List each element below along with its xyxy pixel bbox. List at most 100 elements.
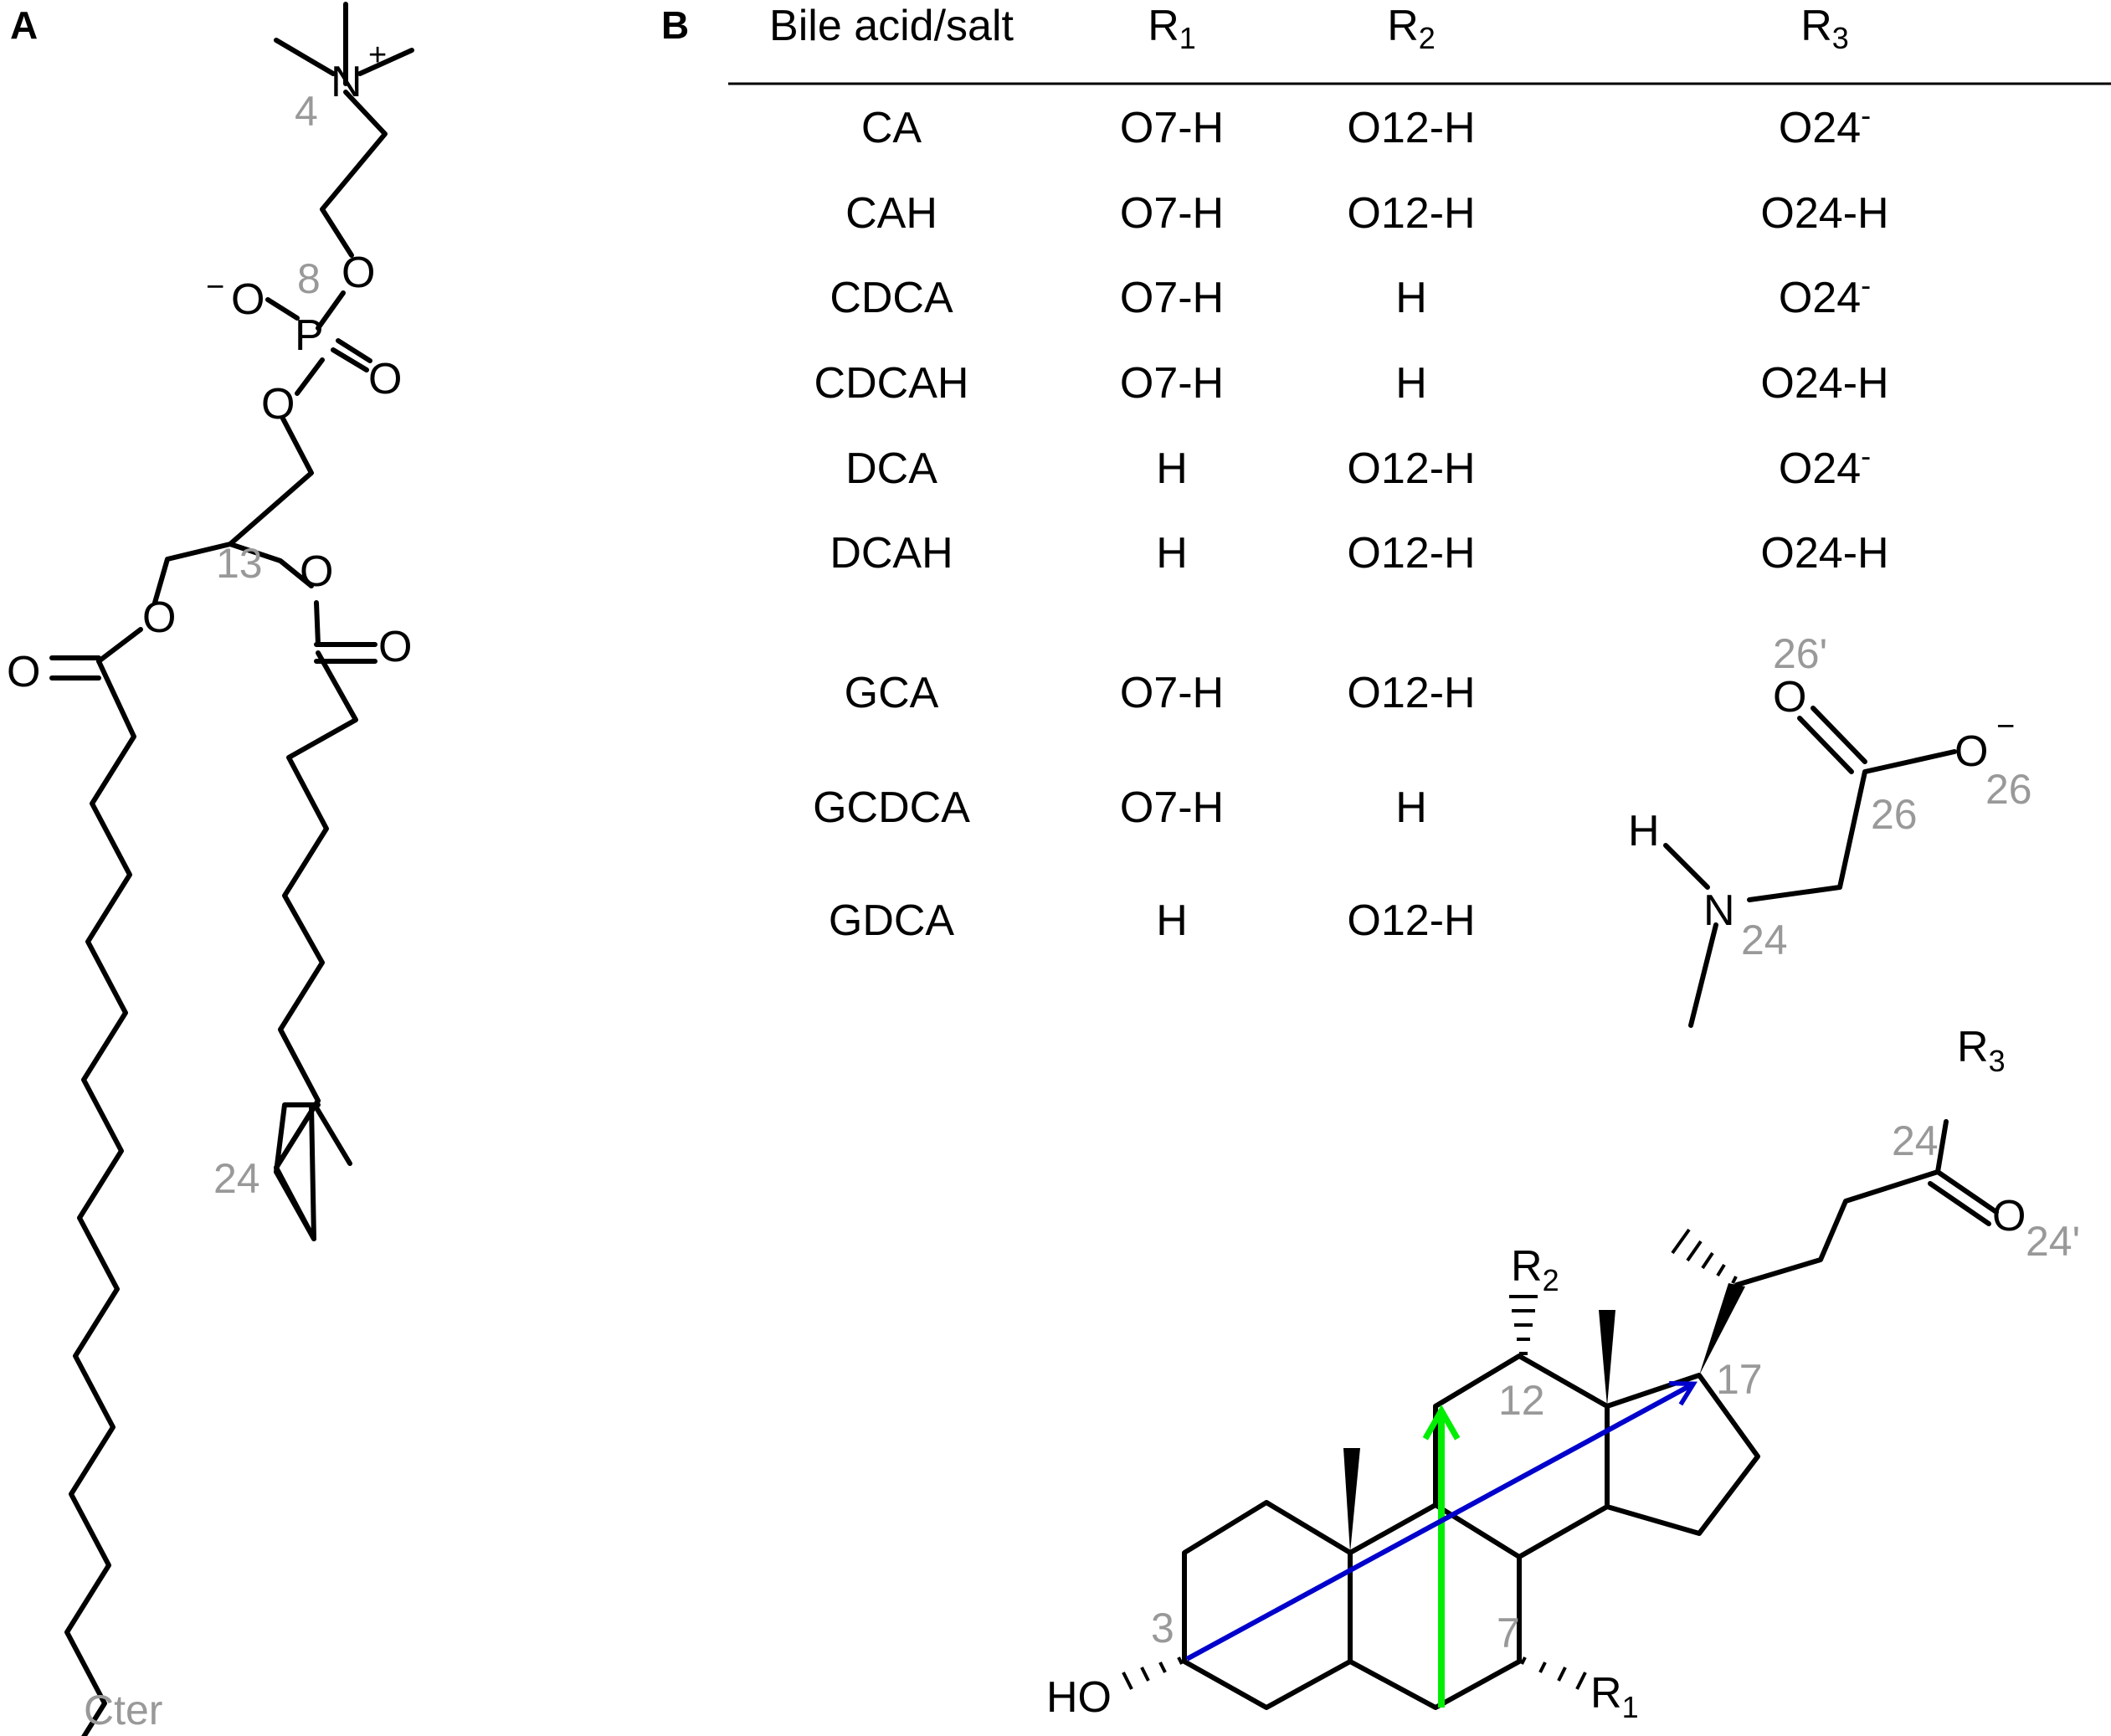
phosphate-o-double: O xyxy=(368,355,402,403)
glycine-nitrogen: N xyxy=(1703,886,1735,935)
phospholipid-structure: N + 4 O − O 8 P O O 13 O O O Cter O 24 xyxy=(7,2,414,1736)
steroid-core-structure: R3 24 O 24' R2 12 17 3 7 HO R1 xyxy=(1046,1023,2080,1724)
phosphate-bonds xyxy=(152,290,372,605)
ammonium-nitrogen: N xyxy=(331,58,362,106)
c24-carbonyl xyxy=(1928,1169,1999,1226)
sn2-carbonyl-oxygen: O xyxy=(378,623,412,671)
atom-number-26-prime: 26' xyxy=(1773,630,1827,677)
sn2-oxygen: O xyxy=(300,547,333,596)
cell-r1: O7-H xyxy=(1120,359,1224,408)
phosphate-o-minus: O xyxy=(231,275,265,324)
cell-r2: O12-H xyxy=(1347,189,1475,238)
header-r1: R1 xyxy=(1148,2,1196,55)
r2-label: R2 xyxy=(1511,1242,1559,1297)
c21-hash-bond xyxy=(1671,1228,1738,1284)
cell-r3: O24-H xyxy=(1760,189,1888,238)
cell-r2: H xyxy=(1395,783,1427,832)
cell-r2: O12-H xyxy=(1347,444,1475,493)
cell-name: GCA xyxy=(845,669,939,717)
hydroxyl-label: HO xyxy=(1046,1673,1112,1722)
c19-methyl-wedge xyxy=(1343,1448,1360,1553)
cell-name: CDCAH xyxy=(814,359,969,408)
table-row: DCAH H O12-H O24-H xyxy=(830,529,1888,578)
sn1-oxygen: O xyxy=(142,593,176,642)
panel-letter-b: B xyxy=(661,3,689,47)
glycine-hydrogen: H xyxy=(1628,807,1660,855)
cell-name: CDCA xyxy=(830,274,953,322)
glycine-minus: − xyxy=(1996,709,2015,744)
table-row: GCDCA O7-H H xyxy=(813,783,1427,832)
sn2-ester-bonds xyxy=(314,600,378,664)
cell-r2: H xyxy=(1395,359,1427,408)
atom-number-17: 17 xyxy=(1716,1356,1763,1403)
cell-name: DCA xyxy=(845,444,937,493)
cell-r3: O24- xyxy=(1779,439,1871,493)
phosphate-o-glycerol: O xyxy=(261,380,295,429)
cell-r1: H xyxy=(1156,529,1188,578)
atom-number-13: 13 xyxy=(216,540,263,587)
atom-number-24-lipid: 24 xyxy=(213,1155,260,1202)
r1-label: R1 xyxy=(1590,1669,1639,1724)
atom-number-12: 12 xyxy=(1498,1377,1545,1424)
cell-r2: O12-H xyxy=(1347,104,1475,152)
cell-r3: O24-H xyxy=(1760,529,1888,578)
ring-a xyxy=(1182,1500,1353,1710)
cell-r1: O7-H xyxy=(1120,274,1224,322)
c7-hash-bond xyxy=(1520,1656,1587,1690)
atom-number-4: 4 xyxy=(295,88,318,135)
ring-b xyxy=(1348,1502,1522,1710)
cell-r3: O24-H xyxy=(1760,359,1888,408)
sn2-acyl-chain-lower xyxy=(274,1102,352,1241)
header-r3: R3 xyxy=(1800,2,1849,55)
choline-bonds xyxy=(274,2,414,258)
cell-r1: H xyxy=(1156,444,1188,493)
cell-r2: O12-H xyxy=(1347,529,1475,578)
glycerol-bonds xyxy=(228,542,314,588)
table-row: DCA H O12-H O24- xyxy=(845,439,1871,493)
sn1-ester-bonds xyxy=(49,627,143,681)
atom-number-24-steroid: 24 xyxy=(1892,1117,1939,1164)
table-row: CAH O7-H O12-H O24-H xyxy=(845,189,1888,238)
cell-r1: O7-H xyxy=(1120,189,1224,238)
c17-wedge xyxy=(1699,1283,1745,1375)
blue-vector-arrow xyxy=(1185,1380,1698,1662)
cell-r1: O7-H xyxy=(1120,104,1224,152)
ring-d xyxy=(1605,1373,1760,1536)
atom-number-26-carbon: 26 xyxy=(1871,791,1918,838)
table-row: CDCA O7-H H O24- xyxy=(830,268,1871,322)
sn2-cis-double-bond xyxy=(274,1102,321,1174)
cell-name: GCDCA xyxy=(813,783,970,832)
phosphate-minus: − xyxy=(206,270,224,305)
cell-r2: H xyxy=(1395,274,1427,322)
cell-r3: O24- xyxy=(1779,268,1871,322)
c3-hash-bond xyxy=(1122,1656,1184,1690)
cell-name: DCAH xyxy=(830,529,953,578)
ammonium-charge: + xyxy=(368,38,387,73)
glycine-carbonyl-oxygen: O xyxy=(1773,673,1806,722)
atom-number-24-prime: 24' xyxy=(2026,1218,2080,1265)
cell-r1: H xyxy=(1156,896,1188,945)
cell-r2: O12-H xyxy=(1347,669,1475,717)
ester-oxygen-top: O xyxy=(342,249,375,297)
sn1-carbonyl-oxygen: O xyxy=(7,648,40,696)
glycine-conjugate-structure: 26' O O − 26 26 H N 24 xyxy=(1628,630,2032,1028)
sn2-acyl-chain-main xyxy=(274,1027,321,1170)
phosphorus: P xyxy=(295,311,324,360)
c12-hash-bond xyxy=(1509,1295,1538,1355)
cell-name: GDCA xyxy=(829,896,955,945)
panel-letter-a: A xyxy=(10,3,38,47)
header-bile-acid: Bile acid/salt xyxy=(769,2,1014,50)
c18-methyl-wedge xyxy=(1599,1310,1615,1406)
glycine-o-minus: O xyxy=(1954,727,1988,776)
cell-name: CA xyxy=(861,104,922,152)
cell-name: CAH xyxy=(845,189,937,238)
cell-r1: O7-H xyxy=(1120,783,1224,832)
header-r2: R2 xyxy=(1387,2,1436,55)
r3-label: R3 xyxy=(1957,1023,2006,1078)
